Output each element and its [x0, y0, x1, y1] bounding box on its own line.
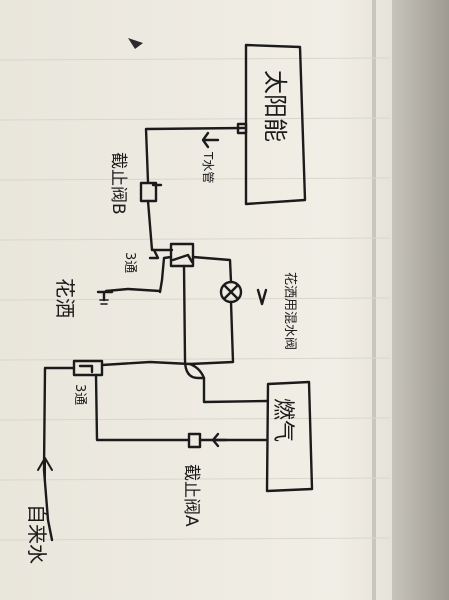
pipe-mixing-valve-down	[188, 300, 235, 366]
solar-heater-box	[244, 43, 307, 206]
three-way-upper-label: 3通	[122, 252, 137, 273]
shower-label: 花洒	[53, 278, 77, 318]
pipe-valve-b-to-tee	[146, 199, 174, 252]
ruled-lines	[0, 57, 391, 541]
solar-outlet-fitting	[236, 122, 248, 135]
pipe-trunk-to-gas	[182, 264, 270, 404]
three-way-upper-body	[169, 242, 195, 268]
corner-pencil-mark	[128, 38, 143, 49]
page-fold	[372, 0, 376, 600]
shower-head-symbol	[96, 290, 114, 302]
hot-water-arrow-label: T水管	[201, 151, 216, 183]
pipe-network	[37, 43, 314, 542]
tap-water-label: 自来水	[25, 504, 49, 564]
paper-edge-shadow	[392, 0, 449, 600]
three-way-lower-label: 3通	[72, 384, 87, 405]
shutoff-valve-a-label: 截止阀A	[181, 464, 201, 527]
shutoff-valve-b-label: 截止阀B	[108, 152, 128, 215]
pipe-tee-to-mixing-valve	[191, 255, 233, 284]
pipe-tee-to-valve-a	[94, 373, 191, 442]
mixing-valve-note-label: 花洒用混水阀	[282, 272, 298, 350]
gas-heater-label: 燃气	[270, 398, 295, 442]
pipe-solar-to-valve-b	[144, 126, 246, 184]
gas-heater-box	[265, 380, 314, 493]
pipe-tee-to-shower	[158, 255, 173, 294]
solar-heater-label: 太阳能	[261, 70, 289, 142]
flow-arrows	[148, 131, 268, 448]
